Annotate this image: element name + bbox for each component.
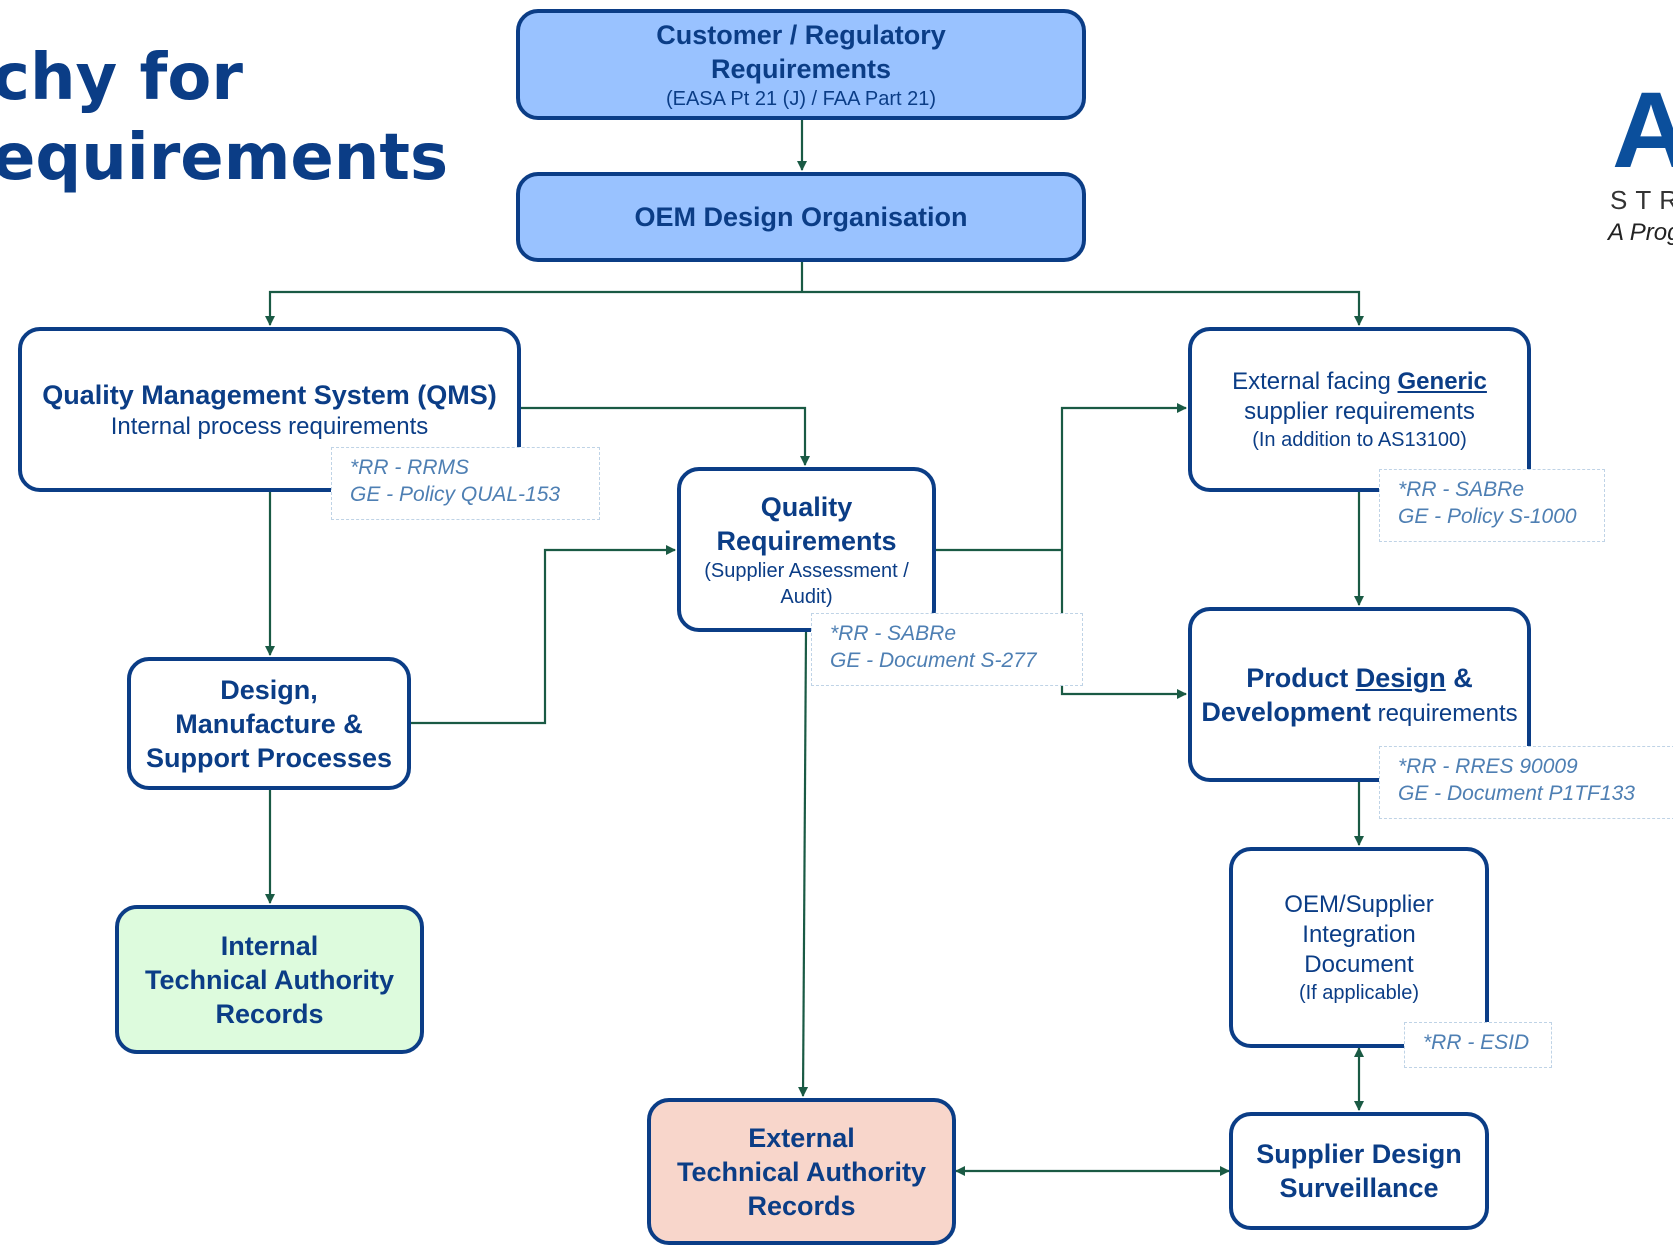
design-line-2: Manufacture & [175, 708, 363, 739]
product-word-development: Development [1201, 696, 1371, 727]
quality-requirements-sub-1: (Supplier Assessment / [704, 559, 909, 582]
integration-line-1: OEM/Supplier [1284, 890, 1434, 918]
product-note-line-2: GE - Document P1TF133 [1398, 782, 1635, 805]
design-manufacture-support-box[interactable]: Design, Manufacture & Support Processes [127, 657, 411, 790]
product-word-design: Design [1355, 662, 1446, 693]
customer-requirements-sub: (EASA Pt 21 (J) / FAA Part 21) [665, 87, 937, 110]
generic-sub: (In addition to AS13100) [1252, 428, 1467, 451]
generic-note-line-1: *RR - SABRe [1398, 478, 1525, 501]
quality-requirements-box[interactable]: Quality Requirements (Supplier Assessmen… [677, 467, 936, 632]
generic-line-1: External facing Generic [1232, 367, 1487, 397]
product-reference-note: *RR - RRES 90009 GE - Document P1TF133 [1379, 746, 1673, 819]
product-design-development-box[interactable]: Product Design & Development requirement… [1188, 607, 1531, 782]
qms-box[interactable]: Quality Management System (QMS) Internal… [18, 327, 521, 492]
generic-keyword: Generic [1397, 367, 1487, 395]
generic-line-1-prefix: External facing [1232, 367, 1398, 395]
product-note-line-1: *RR - RRES 90009 [1398, 755, 1578, 778]
customer-requirements-line-2: Requirements [710, 53, 892, 84]
external-technical-authority-records-box[interactable]: External Technical Authority Records [647, 1098, 956, 1245]
oem-design-organisation-box[interactable]: OEM Design Organisation [516, 172, 1086, 262]
quality-note-line-2: GE - Document S-277 [830, 649, 1037, 672]
design-line-3: Support Processes [145, 742, 393, 773]
page-title-line-1: chy for [0, 41, 243, 115]
logo-slogan: A Prog [1608, 219, 1673, 246]
quality-requirements-line-2: Requirements [716, 525, 897, 556]
product-line-2: Development requirements [1201, 695, 1517, 729]
integration-note-line-1: *RR - ESID [1423, 1031, 1530, 1054]
customer-requirements-box[interactable]: Customer / Regulatory Requirements (EASA… [516, 9, 1086, 120]
oem-design-organisation-label: OEM Design Organisation [634, 202, 968, 232]
qms-note-line-1: *RR - RRMS [350, 456, 469, 479]
surveillance-line-1: Supplier Design [1256, 1139, 1462, 1169]
edge-design-quality [411, 545, 676, 725]
logo-tagline: STR [1610, 185, 1673, 215]
generic-reference-note: *RR - SABRe GE - Policy S-1000 [1379, 469, 1605, 542]
integration-reference-note: *RR - ESID [1404, 1022, 1552, 1068]
quality-requirements-sub-2: Audit) [780, 585, 833, 608]
qms-title: Quality Management System (QMS) [42, 379, 497, 410]
logo-letter: A [1612, 69, 1673, 190]
edge-split-product [1060, 550, 1187, 699]
product-word-amp: & [1445, 662, 1473, 693]
product-word-product: Product [1246, 662, 1356, 693]
page-title-line-2: equirements [0, 121, 449, 195]
qms-note-line-2: GE - Policy QUAL-153 [350, 483, 561, 506]
edge-split-generic [1060, 403, 1187, 550]
supplier-design-surveillance-box[interactable]: Supplier Design Surveillance [1229, 1112, 1489, 1230]
integration-sub: (If applicable) [1298, 981, 1420, 1004]
quality-reference-note: *RR - SABRe GE - Document S-277 [811, 613, 1083, 686]
company-logo: A STR A Prog [1600, 69, 1673, 247]
internal-line-3: Records [215, 998, 324, 1029]
external-line-2: Technical Authority [676, 1156, 927, 1187]
page-title: chy for equirements [0, 38, 448, 198]
integration-line-3: Document [1304, 950, 1414, 978]
surveillance-line-2: Surveillance [1279, 1173, 1439, 1203]
integration-document-box[interactable]: OEM/Supplier Integration Document (If ap… [1229, 847, 1489, 1048]
quality-note-line-1: *RR - SABRe [830, 622, 957, 645]
generic-supplier-requirements-box[interactable]: External facing Generic supplier require… [1188, 327, 1531, 492]
edge-quality-external [798, 631, 809, 1097]
edge-oem-qms [265, 290, 802, 326]
quality-requirements-line-1: Quality [760, 491, 853, 522]
integration-line-2: Integration [1302, 920, 1416, 948]
design-line-1: Design, [220, 674, 318, 705]
customer-requirements-line-1: Customer / Regulatory [656, 19, 946, 50]
internal-line-2: Technical Authority [144, 964, 395, 995]
external-line-1: External [748, 1122, 855, 1153]
edge-oem-generic [802, 290, 1364, 326]
qms-subtitle: Internal process requirements [110, 412, 429, 440]
internal-technical-authority-records-box[interactable]: Internal Technical Authority Records [115, 905, 424, 1054]
external-line-3: Records [747, 1190, 856, 1221]
edge-qms-quality [521, 406, 810, 466]
product-word-requirements: requirements [1370, 699, 1518, 727]
qms-reference-note: *RR - RRMS GE - Policy QUAL-153 [331, 447, 600, 520]
internal-line-1: Internal [220, 930, 319, 961]
product-line-1: Product Design & [1246, 661, 1473, 695]
generic-line-2: supplier requirements [1244, 397, 1475, 425]
generic-note-line-2: GE - Policy S-1000 [1398, 505, 1577, 528]
